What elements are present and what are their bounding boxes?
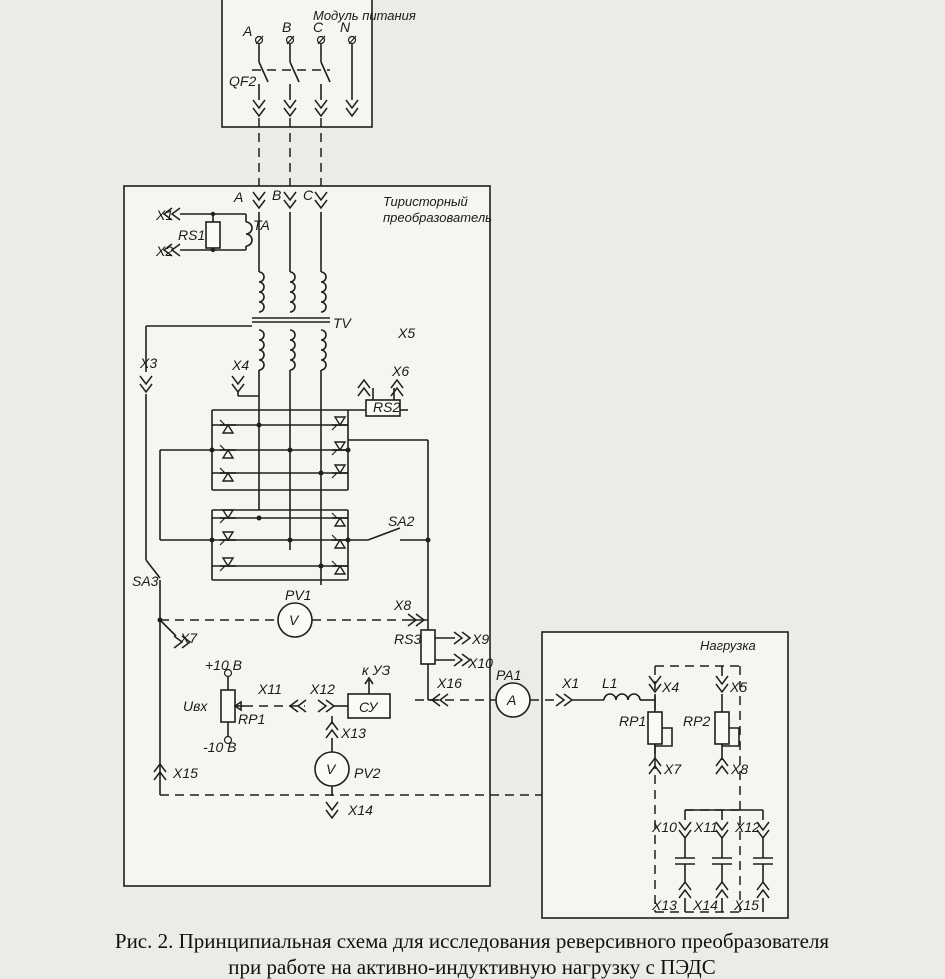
transformer-tv — [145, 212, 330, 372]
rs2-shunt — [348, 388, 408, 417]
terminal-c-label: C — [313, 19, 324, 35]
pa1-label: PA1 — [496, 667, 521, 683]
ta-label: TA — [253, 217, 270, 233]
pv2-label: PV2 — [354, 765, 381, 781]
load-x11-label: X11 — [693, 819, 718, 835]
load-x1-label: X1 — [561, 675, 579, 691]
load-x13-label: X13 — [651, 897, 677, 913]
terminal-circles — [254, 35, 357, 45]
pv1-label: PV1 — [285, 587, 311, 603]
load-x12-label: X12 — [734, 819, 760, 835]
phase-c-label: C — [303, 187, 314, 203]
connector-x5-label: X5 — [397, 325, 415, 341]
l1-label: L1 — [602, 675, 618, 691]
terminal-n-label: N — [340, 19, 351, 35]
load-x15-label: X15 — [733, 897, 759, 913]
load-rp1-label: RP1 — [619, 713, 646, 729]
phase-a-label: A — [233, 189, 243, 205]
load-x5-label: X5 — [729, 679, 747, 695]
rp1-pot-label: RP1 — [238, 711, 265, 727]
breaker-qf2 — [252, 44, 353, 100]
capacitor-bank — [675, 809, 773, 912]
load-x8-label: X8 — [730, 761, 748, 777]
minus-10v-label: -10 В — [203, 739, 236, 755]
uin-label: Uвх — [183, 698, 208, 714]
connector-x3-label: X3 — [139, 355, 157, 371]
pv1-symbol: V — [289, 612, 300, 628]
connector-x13-label: X13 — [340, 725, 366, 741]
sa3-label: SA3 — [132, 573, 159, 589]
converter-title-line2: преобразователь — [383, 210, 492, 225]
connector-x15-label: X15 — [172, 765, 198, 781]
sa2-label: SA2 — [388, 513, 415, 529]
phase-b-label: B — [272, 187, 281, 203]
pa1-symbol: A — [506, 692, 516, 708]
current-transformer — [180, 211, 260, 272]
reference-pot — [220, 668, 305, 745]
rs2-label: RS2 — [373, 399, 400, 415]
connector-x1-label: X1 — [155, 207, 173, 223]
breaker-label: QF2 — [229, 73, 256, 89]
connector-x2-label: X2 — [155, 243, 173, 259]
pv1-branch — [157, 602, 410, 638]
load-x10-label: X10 — [651, 819, 677, 835]
connector-x7-label: X7 — [179, 630, 198, 646]
sa3-switch — [145, 394, 161, 795]
connector-x4-label: X4 — [231, 357, 249, 373]
connector-x14-label: X14 — [347, 802, 373, 818]
load-title: Нагрузка — [700, 638, 756, 653]
rs3-label: RS3 — [394, 631, 421, 647]
connector-x10-label: X10 — [467, 655, 493, 671]
terminal-b-label: B — [282, 19, 291, 35]
tv-label: TV — [333, 315, 353, 331]
load-module: Нагрузка A PA1 X1 L1 X4 X5 RP1 X7 RP2 — [495, 631, 789, 919]
connector-x12-label: X12 — [309, 681, 335, 697]
load-x14-label: X14 — [692, 897, 718, 913]
pv2-symbol: V — [326, 761, 337, 777]
thyristor-bridges — [160, 370, 431, 608]
connector-x6-label: X6 — [391, 363, 409, 379]
rs1-label: RS1 — [178, 227, 205, 243]
terminal-a-label: A — [242, 23, 252, 39]
phase-cables — [258, 118, 322, 192]
converter-title-line1: Тиристорный — [383, 194, 468, 209]
power-module: Модуль питания A B C N QF2 — [221, 0, 416, 128]
connector-x16-label: X16 — [436, 675, 462, 691]
control-note: к УЗ — [362, 662, 391, 678]
power-module-title: Модуль питания — [313, 8, 416, 23]
load-x4-label: X4 — [661, 679, 679, 695]
connector-x9-label: X9 — [471, 631, 489, 647]
control-unit-label: СУ — [359, 699, 379, 715]
thyristor-converter: Тиристорный преобразователь A B C X1 X2 … — [123, 185, 493, 887]
rs3-shunt — [410, 608, 455, 700]
connector-x8-label: X8 — [393, 597, 411, 613]
load-rp2-label: RP2 — [683, 713, 710, 729]
figure-caption-line1: Рис. 2. Принципиальная схема для исследо… — [115, 929, 830, 953]
connector-x11-label: X11 — [257, 681, 282, 697]
plus-10v-label: +10 В — [205, 657, 242, 673]
figure-caption-line2: при работе на активно-индуктивную нагруз… — [228, 955, 715, 979]
load-x7-label: X7 — [663, 761, 682, 777]
